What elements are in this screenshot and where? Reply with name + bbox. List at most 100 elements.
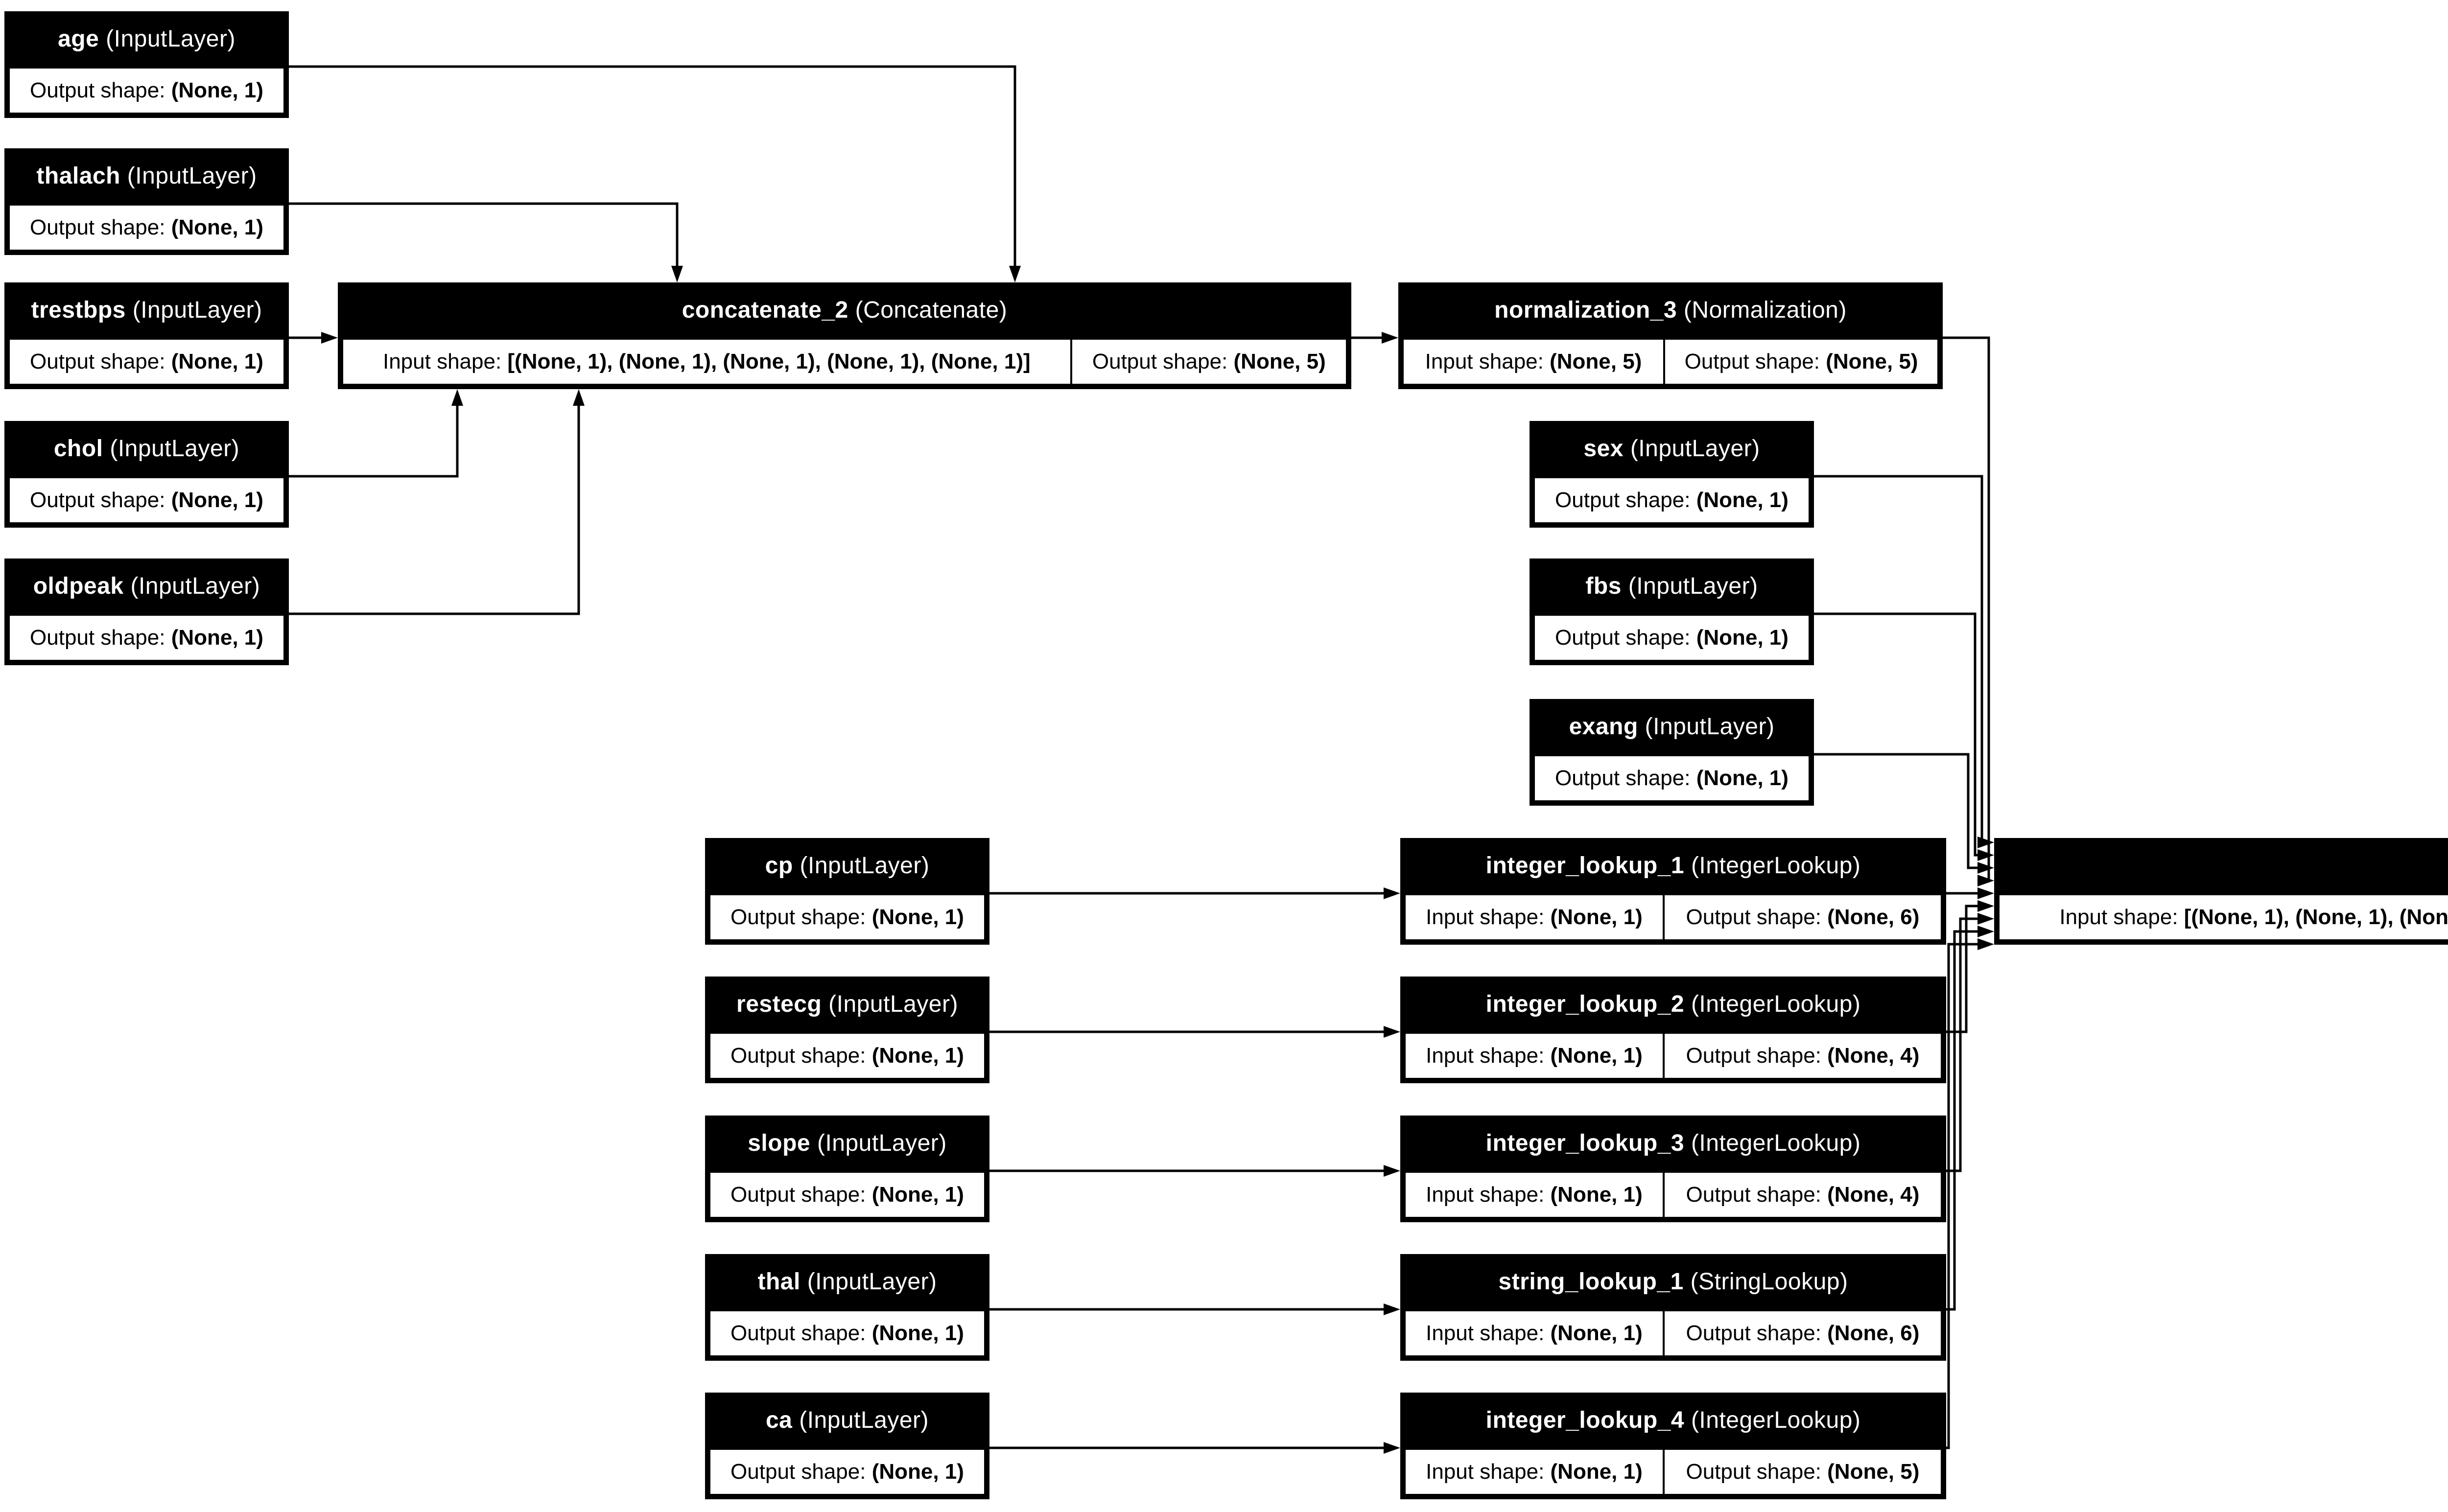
input-shape-value: [(None, 1), (None, 1), (None, 1), (None,… (2184, 905, 2448, 929)
layer-title: integer_lookup_1 (IntegerLookup) (1400, 838, 1946, 893)
output-shape-value: (None, 1) (871, 1183, 964, 1207)
layer-input-shape: Input shape: (None, 1) (1404, 1309, 1665, 1357)
output-shape-value: (None, 1) (871, 905, 964, 929)
layer-name: fbs (1585, 573, 1622, 599)
layer-name: concatenate_2 (682, 297, 848, 323)
arrowhead (1977, 938, 1994, 950)
layer-title: integer_lookup_2 (IntegerLookup) (1400, 977, 1946, 1032)
output-shape-value: (None, 1) (1696, 488, 1789, 512)
layer-title: thalach (InputLayer) (4, 148, 289, 204)
output-shape-label: Output shape: (1555, 488, 1696, 512)
layer-input-shape: Input shape: [(None, 1), (None, 1), (Non… (1998, 893, 2448, 941)
edge-integer_lookup_4-to-concatenate_3 (1946, 943, 1977, 1449)
layer-node-oldpeak: oldpeak (InputLayer)Output shape: (None,… (4, 558, 289, 665)
output-shape-label: Output shape: (30, 349, 171, 373)
layer-title: sex (InputLayer) (1530, 421, 1814, 476)
output-shape-label: Output shape: (1686, 1460, 1828, 1484)
layer-title: trestbps (InputLayer) (4, 282, 289, 338)
layer-title-space (120, 163, 127, 189)
output-shape-label: Output shape: (1555, 766, 1696, 790)
layer-name: ca (765, 1407, 793, 1433)
layer-shape-row: Input shape: (None, 1)Output shape: (Non… (1404, 893, 1943, 941)
edge-sex-to-concatenate_3 (1814, 475, 1983, 844)
arrowhead (1384, 887, 1400, 899)
arrowhead (1384, 1026, 1400, 1038)
layer-output-shape: Output shape: (None, 1) (1533, 754, 1811, 802)
layer-input-shape: Input shape: [(None, 1), (None, 1), (Non… (341, 338, 1072, 386)
arrowhead (451, 389, 463, 406)
edge-fbs-to-concatenate_3 (1814, 612, 1977, 857)
layer-name: integer_lookup_3 (1485, 1130, 1685, 1156)
layer-shape-row: Output shape: (None, 1) (708, 1309, 986, 1357)
arrowhead (1977, 900, 1994, 912)
layer-type: (InputLayer) (110, 436, 240, 462)
input-shape-label: Input shape: (2059, 905, 2184, 929)
layer-type: (StringLookup) (1690, 1269, 1848, 1295)
layer-type: (InputLayer) (1628, 573, 1758, 599)
layer-node-age: age (InputLayer)Output shape: (None, 1) (4, 11, 289, 118)
layer-title-space (1622, 573, 1628, 600)
layer-title-space (1684, 1130, 1691, 1157)
arrowhead (1977, 862, 1994, 874)
layer-node-concatenate_2: concatenate_2 (Concatenate)Input shape: … (338, 282, 1351, 389)
arrowhead (1977, 849, 1994, 861)
layer-input-shape: Input shape: (None, 1) (1404, 1171, 1665, 1219)
layer-shape-row: Output shape: (None, 1) (708, 1448, 986, 1496)
output-shape-label: Output shape: (1686, 905, 1828, 929)
layer-node-string_lookup_1: string_lookup_1 (StringLookup) Input shap… (1400, 1254, 1946, 1361)
layer-node-fbs: fbs (InputLayer)Output shape: (None, 1) (1530, 558, 1814, 665)
layer-title: thal (InputLayer) (705, 1254, 989, 1309)
output-shape-value: (None, 1) (171, 78, 263, 102)
layer-name: integer_lookup_1 (1485, 853, 1685, 879)
layer-title: integer_lookup_4 (IntegerLookup) (1400, 1393, 1946, 1448)
layer-name: cp (765, 853, 793, 879)
arrowhead (1977, 837, 1994, 848)
layer-output-shape: Output shape: (None, 1) (708, 1032, 986, 1080)
arrowhead (1009, 266, 1021, 282)
layer-shape-row: Input shape: (None, 1)Output shape: (Non… (1404, 1448, 1943, 1496)
output-shape-value: (None, 6) (1827, 1321, 1920, 1345)
layer-output-shape: Output shape: (None, 1) (8, 204, 285, 252)
layer-type: (InputLayer) (132, 297, 262, 323)
edge-string_lookup_1-to-concatenate_3 (1946, 930, 1977, 1311)
layer-name: string_lookup_1 (1498, 1269, 1684, 1295)
layer-title-space (800, 1268, 807, 1295)
layer-node-restecg: restecg (InputLayer)Output shape: (None,… (705, 977, 989, 1083)
layer-node-slope: slope (InputLayer)Output shape: (None, 1… (705, 1116, 989, 1222)
layer-title-space (1684, 852, 1691, 879)
layer-title-space (1624, 435, 1630, 462)
layer-output-shape: Output shape: (None, 1) (1533, 476, 1811, 524)
input-shape-label: Input shape: (1426, 1044, 1551, 1068)
layer-type: (InputLayer) (828, 991, 958, 1017)
layer-shape-row: Input shape: (None, 5)Output shape: (Non… (1402, 338, 1939, 386)
layer-title: normalization_3 (Normalization) (1398, 282, 1943, 338)
layer-title-space (103, 435, 110, 462)
edge-integer_lookup_3-to-concatenate_3 (1946, 917, 1977, 1172)
layer-node-thal: thal (InputLayer)Output shape: (None, 1) (705, 1254, 989, 1361)
output-shape-label: Output shape: (1686, 1044, 1828, 1068)
layer-type: (InputLayer) (807, 1269, 937, 1295)
edge-integer_lookup_2-to-concatenate_3 (1946, 905, 1977, 1033)
layer-node-concatenate_3: concatenate_3 (Concatenate)Input shape: … (1994, 838, 2448, 945)
layer-type: (Normalization) (1683, 297, 1847, 323)
layer-type: (InputLayer) (130, 573, 260, 599)
output-shape-value: (None, 1) (171, 349, 263, 373)
layer-name: exang (1569, 714, 1638, 740)
layer-node-integer_lookup_2: integer_lookup_2 (IntegerLookup) Input sh… (1400, 977, 1946, 1083)
layer-type: (InputLayer) (1645, 714, 1775, 740)
layer-name: normalization_3 (1494, 297, 1677, 323)
input-shape-label: Input shape: (1426, 1460, 1551, 1484)
arrowhead (1977, 875, 1994, 886)
input-shape-label: Input shape: (1425, 349, 1550, 373)
input-shape-value: (None, 5) (1550, 349, 1642, 373)
layer-title-space (848, 297, 855, 324)
edge-age-to-concatenate_2 (289, 65, 1016, 266)
output-shape-label: Output shape: (30, 215, 171, 239)
layer-name: oldpeak (33, 573, 124, 599)
layer-input-shape: Input shape: (None, 1) (1404, 1448, 1665, 1496)
layer-node-chol: chol (InputLayer)Output shape: (None, 1) (4, 421, 289, 528)
output-shape-value: (None, 1) (171, 488, 263, 512)
output-shape-label: Output shape: (30, 626, 171, 650)
